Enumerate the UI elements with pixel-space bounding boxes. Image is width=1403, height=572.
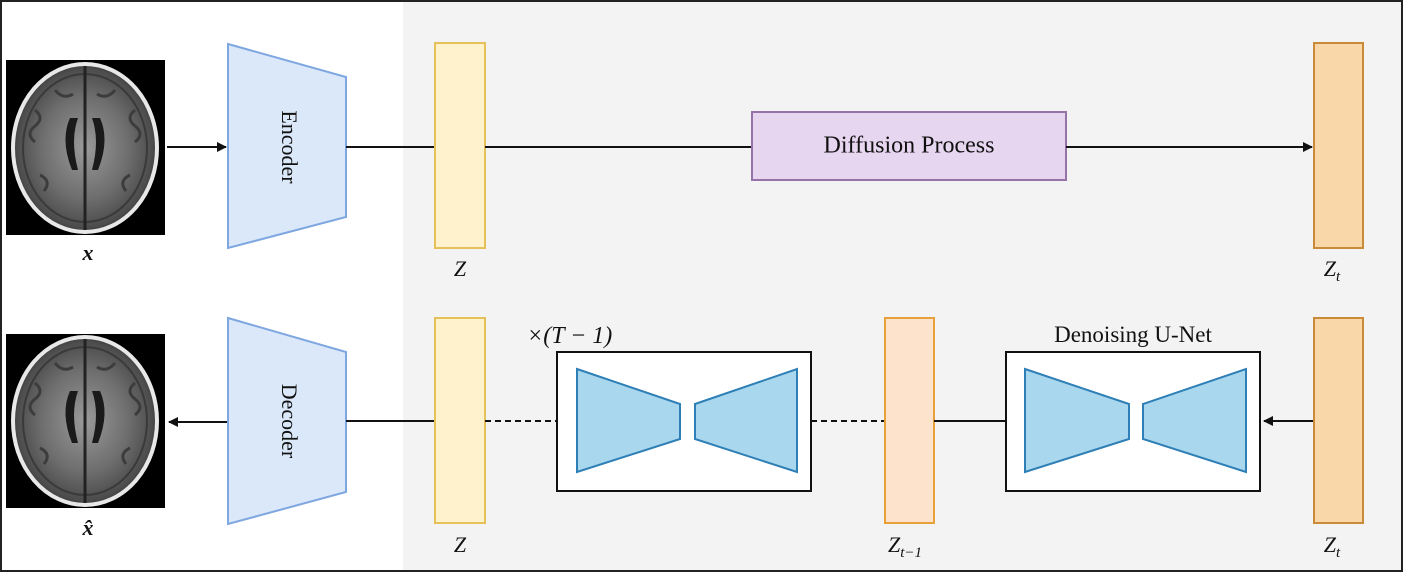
decoder-label: Decoder xyxy=(277,384,302,459)
latent-z-bottom xyxy=(434,317,486,524)
latent-zt-top-label: Zt xyxy=(1324,256,1341,285)
denoising-unet-encoder-half xyxy=(1024,367,1130,474)
encoder-label: Encoder xyxy=(277,110,302,184)
diffusion-process-label: Diffusion Process xyxy=(824,133,995,159)
latent-z-top-label: Z xyxy=(454,256,467,281)
latent-zt-bottom-label: Zt xyxy=(1324,532,1341,561)
repeat-count-label: ×(T − 1) xyxy=(527,323,612,349)
denoising-unet-label: Denoising U-Net xyxy=(1054,322,1212,347)
input-image xyxy=(6,60,165,235)
latent-z-top xyxy=(434,42,486,249)
encoder-block xyxy=(227,42,347,250)
diffusion-process-block xyxy=(751,111,1067,181)
repeated-unet-decoder-half xyxy=(694,367,798,474)
latent-zt-minus-1 xyxy=(884,317,935,524)
repeated-unet-encoder-half xyxy=(576,367,681,474)
input-image-label: x xyxy=(82,240,94,265)
latent-zt-bottom xyxy=(1313,317,1364,524)
latent-zt-minus-1-label: Zt−1 xyxy=(888,532,922,561)
latent-zt-top xyxy=(1313,42,1364,249)
output-image-label: x̂ xyxy=(82,515,94,540)
latent-z-bottom-label: Z xyxy=(454,532,467,557)
denoising-unet-decoder-half xyxy=(1142,367,1247,474)
decoder-block xyxy=(227,316,347,526)
output-image xyxy=(6,334,165,508)
